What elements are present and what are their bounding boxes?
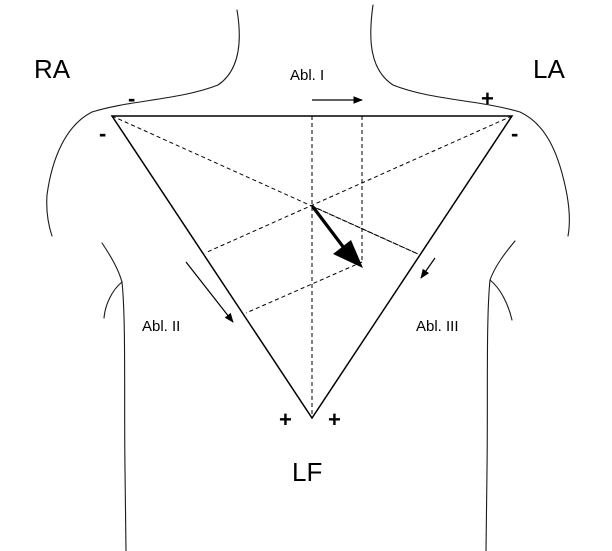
label-lead-2: Abl. II <box>142 318 180 335</box>
sign-ra-top: - <box>128 86 135 111</box>
lead-2-arrow <box>185 261 234 323</box>
label-right-arm: RA <box>34 54 71 84</box>
projection-lines <box>111 115 513 418</box>
label-left-arm: LA <box>533 54 565 84</box>
sign-lf-right: + <box>328 407 341 432</box>
sign-ra-side: - <box>99 121 106 146</box>
label-left-foot: LF <box>292 457 322 487</box>
left-arm-inner <box>489 279 513 321</box>
label-lead-3: Abl. III <box>416 318 459 335</box>
neck-left <box>46 9 240 237</box>
label-lead-1: Abl. I <box>290 67 324 84</box>
sign-lf-left: + <box>279 407 292 432</box>
torso-outline <box>46 4 570 551</box>
einthoven-triangle <box>110 115 514 420</box>
heart-vector-arrow <box>311 205 363 268</box>
bisector-from-la <box>204 115 513 254</box>
lead-3-arrow <box>420 257 436 279</box>
right-armpit <box>101 242 127 551</box>
projection-lead-2 <box>245 261 363 314</box>
left-armpit <box>485 240 516 551</box>
projection-lead-3 <box>311 205 419 255</box>
right-arm-inner <box>103 281 123 319</box>
sign-la-top: + <box>481 86 494 111</box>
sign-la-side: - <box>511 121 518 146</box>
neck-right <box>370 4 570 237</box>
